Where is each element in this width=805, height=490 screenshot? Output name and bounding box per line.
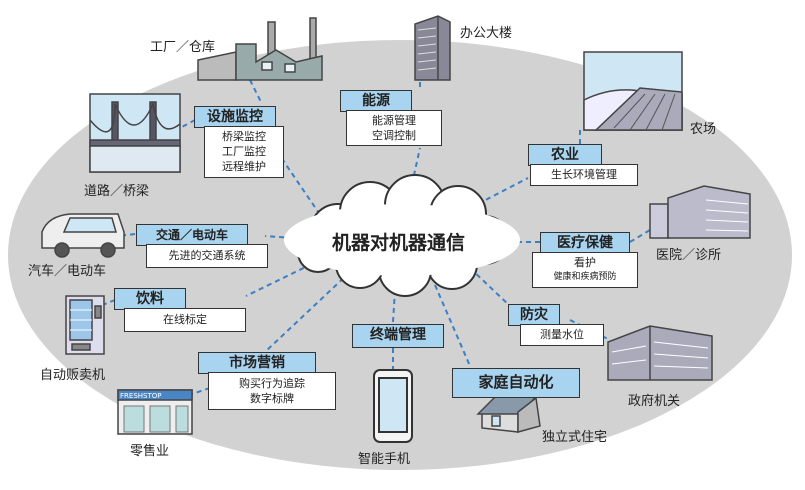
- marketing-box: 购买行为追踪 数字标牌: [208, 372, 336, 410]
- factory-label: 工厂／仓库: [150, 40, 216, 55]
- hospital-label: 医院／诊所: [656, 248, 722, 263]
- medical-line-2: 健康和疾病预防: [553, 272, 617, 282]
- drinks-box: 在线标定: [124, 308, 246, 332]
- medical-header: 医疗保健: [540, 232, 630, 254]
- medical-box: 看护 健康和疾病预防: [532, 252, 638, 288]
- connector-market: [264, 271, 351, 353]
- center-title: 机器对机器通信: [332, 232, 466, 254]
- traffic-header: 交通／电动车: [136, 224, 248, 246]
- marketing-line-1: 购买行为追踪: [239, 377, 305, 390]
- agriculture-line-1: 生长环境管理: [551, 168, 617, 181]
- connector-car: [117, 233, 136, 237]
- car-icon: [41, 213, 125, 258]
- factory-icon: [197, 17, 323, 81]
- smartphone-icon: [373, 369, 413, 443]
- bridge-icon: [89, 93, 181, 173]
- vending-label: 自动贩卖机: [40, 368, 106, 383]
- farm-icon: [583, 51, 683, 131]
- vending-machine-icon: [65, 295, 105, 355]
- facility-line-3: 远程维护: [222, 160, 266, 173]
- drinks-line-1: 在线标定: [163, 313, 207, 326]
- energy-box: 能源管理 空调控制: [346, 110, 442, 146]
- energy-header: 能源: [340, 90, 412, 112]
- agriculture-box: 生长环境管理: [530, 164, 638, 186]
- car-label: 汽车／电动车: [28, 264, 107, 279]
- government-building-icon: [607, 325, 713, 381]
- connector-home: [434, 284, 471, 367]
- connector-hospital: [629, 229, 651, 243]
- office-building-icon: [414, 15, 451, 81]
- marketing-header: 市场营销: [198, 352, 316, 374]
- facility-line-1: 桥梁监控: [222, 130, 266, 143]
- connector-disaster: [469, 267, 511, 307]
- bridge-label: 道路／桥梁: [84, 184, 150, 199]
- disaster-header: 防灾: [508, 304, 560, 326]
- house-icon: [476, 393, 541, 433]
- connector-factory: [249, 79, 263, 105]
- energy-line-2: 空调控制: [372, 129, 416, 142]
- office-label: 办公大楼: [460, 26, 513, 41]
- home-automation-header: 家庭自动化: [452, 368, 580, 398]
- store-sign-text: FRESHSTOP: [120, 392, 161, 400]
- house-label: 独立式住宅: [542, 430, 608, 445]
- marketing-line-2: 数字标牌: [250, 392, 294, 405]
- farm-label: 农场: [690, 122, 717, 137]
- facility-monitor-header: 设施监控: [194, 106, 276, 128]
- retail-label: 零售业: [130, 444, 170, 459]
- connector-bridge: [179, 119, 196, 129]
- government-label: 政府机关: [628, 394, 681, 409]
- facility-line-2: 工厂监控: [222, 145, 266, 158]
- smartphone-label: 智能手机: [358, 452, 411, 467]
- disaster-box: 测量水位: [520, 324, 604, 346]
- connector-facility: [275, 149, 326, 223]
- traffic-line-1: 先进的交通系统: [168, 249, 246, 262]
- energy-line-1: 能源管理: [372, 114, 416, 127]
- retail-store-icon: [117, 389, 193, 435]
- terminal-management-header: 终端管理: [352, 324, 444, 348]
- drinks-header: 饮料: [114, 288, 186, 310]
- disaster-line-1: 测量水位: [540, 328, 584, 341]
- hospital-icon: [649, 185, 751, 239]
- traffic-box: 先进的交通系统: [146, 244, 268, 268]
- medical-line-1: 看护: [574, 256, 596, 269]
- facility-monitor-box: 桥梁监控 工厂监控 远程维护: [204, 126, 284, 178]
- agriculture-header: 农业: [528, 144, 602, 166]
